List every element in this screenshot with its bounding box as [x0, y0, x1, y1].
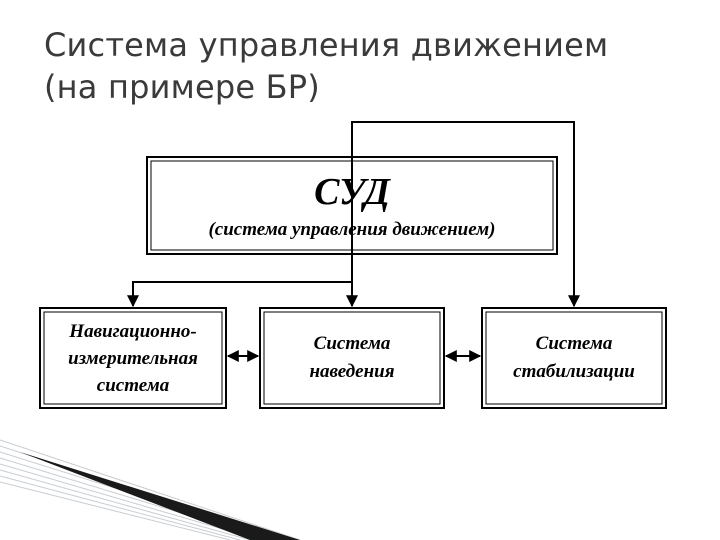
decorative-stripes: [0, 439, 301, 540]
navigation-system-box: [39, 307, 227, 409]
slide-title: Система управления движением (на примере…: [44, 24, 684, 108]
connector-to-navigation: [127, 281, 352, 308]
connector-top-loop: [351, 121, 580, 308]
slide-title-line1: Система управления движением: [44, 26, 609, 64]
slide-title-line2: (на примере БР): [44, 68, 320, 106]
decorative-dark-wedge: [20, 452, 300, 540]
stabilization-system-box: [481, 307, 667, 409]
guidance-system-box: [259, 307, 445, 409]
